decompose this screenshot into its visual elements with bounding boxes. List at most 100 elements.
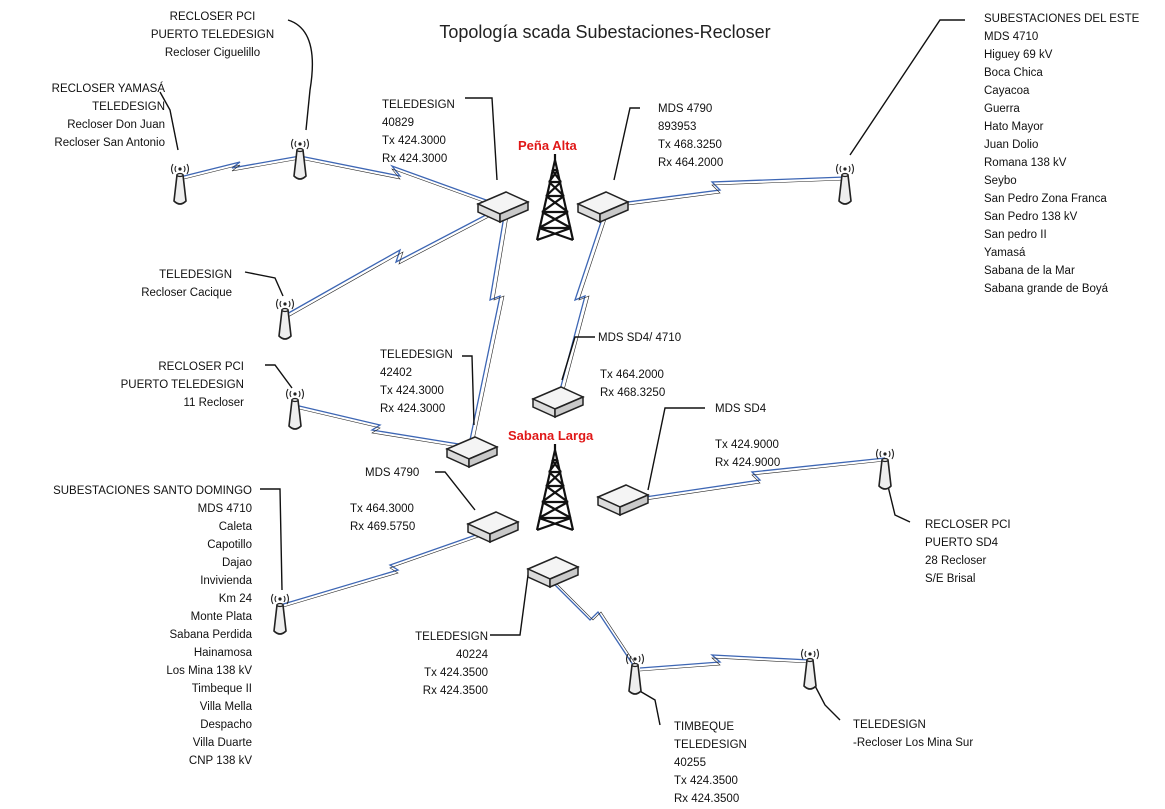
label-line: SUBESTACIONES DEL ESTE: [984, 13, 1140, 25]
label-line: MDS 4790: [365, 467, 420, 479]
label-line: MDS SD4/ 4710: [598, 332, 682, 344]
label-line: Seybo: [984, 175, 1017, 187]
label-line: Invivienda: [200, 575, 252, 587]
label-line: Juan Dolio: [984, 139, 1039, 151]
radio-mds-4790-top: [577, 191, 629, 223]
label-mds-sd4: MDS SD4: [715, 400, 766, 418]
label-recloser-pci-ciguelillo: RECLOSER PCI PUERTO TELEDESIGN Recloser Ci…: [130, 8, 295, 62]
label-line: Rx 469.5750: [350, 521, 416, 533]
antenna-ciguelillo: [290, 138, 310, 180]
link-ciguelillo-40829: [299, 155, 501, 206]
label-line: MDS 4710: [197, 503, 252, 515]
label-line: TELEDESIGN: [92, 101, 165, 113]
label-line: Tx 424.9000: [715, 439, 779, 451]
link-sd4-brisal: [624, 457, 886, 501]
label-line: Recloser Don Juan: [67, 119, 165, 131]
label-line: Recloser San Antonio: [54, 137, 165, 149]
antenna-brisal: [875, 448, 895, 490]
label-line: Sabana de la Mar: [984, 265, 1075, 277]
link-40829-42402: [469, 209, 506, 441]
label-line: Hato Mayor: [984, 121, 1044, 133]
label-line: 40224: [456, 649, 488, 661]
label-line: Despacho: [200, 719, 252, 731]
label-line: San Pedro 138 kV: [984, 211, 1078, 223]
radio-teledesign-40224: [527, 556, 579, 588]
label-line: RECLOSER PCI: [925, 519, 1011, 531]
label-line: Tx 468.3250: [658, 139, 722, 151]
label-mds-sd4-4710: MDS SD4/ 4710: [598, 329, 681, 347]
label-line: -Recloser Los Mina Sur: [853, 737, 974, 749]
antenna-santo-domingo: [270, 593, 290, 635]
label-line: 42402: [380, 367, 412, 379]
label-line: Cayacoa: [984, 85, 1030, 97]
label-line: 11 Recloser: [183, 397, 244, 409]
label-line: Higuey 69 kV: [984, 49, 1053, 61]
label-line: 893953: [658, 121, 697, 133]
label-line: Rx 424.3000: [382, 153, 448, 165]
label-line: TELEDESIGN: [382, 99, 455, 111]
label-line: Hainamosa: [193, 647, 252, 659]
diagram-title: Topología scada Subestaciones-Recloser: [439, 22, 771, 42]
radio-teledesign-42402: [446, 436, 498, 468]
label-line: Villa Mella: [199, 701, 252, 713]
label-line: Dajao: [221, 557, 252, 569]
label-line: 28 Recloser: [925, 555, 987, 567]
tower-sabana-larga: [535, 442, 575, 532]
radio-mds-sd4-4710: [532, 386, 584, 418]
label-line: SUBESTACIONES SANTO DOMINGO: [53, 485, 252, 497]
label-line: Guerra: [984, 103, 1020, 115]
label-line: Romana 138 kV: [984, 157, 1067, 169]
label-line: TELEDESIGN: [674, 739, 747, 751]
label-line: Rx 424.3000: [380, 403, 446, 415]
label-line: Sabana grande de Boyá: [984, 283, 1109, 295]
link-yamasa-ciguelillo: [179, 155, 301, 178]
label-teledesign-40829: TELEDESIGN 40829 Tx 424.3000 Rx 424.3000: [382, 96, 455, 168]
label-line: Rx 464.2000: [658, 157, 724, 169]
label-line: TELEDESIGN: [159, 269, 232, 281]
label-line: Villa Duarte: [192, 737, 252, 749]
link-cacique-40829: [284, 204, 506, 316]
label-line: 40829: [382, 117, 414, 129]
label-line: S/E Brisal: [925, 573, 976, 585]
label-line: Tx 464.2000: [600, 369, 664, 381]
callout-lines: [159, 19, 965, 726]
label-line: MDS 4710: [984, 31, 1039, 43]
link-11recloser-42402: [294, 404, 466, 446]
label-line: Sabana Perdida: [169, 629, 252, 641]
label-line: Tx 424.3000: [380, 385, 444, 397]
label-line: Tx 424.3500: [424, 667, 488, 679]
site-sabana-larga: Sabana Larga: [508, 428, 594, 443]
label-line: Tx 424.3500: [674, 775, 738, 787]
site-pena-alta: Peña Alta: [518, 138, 577, 153]
label-line: RECLOSER PCI: [169, 11, 256, 23]
link-40224-timbeque: [549, 579, 636, 669]
label-line: Capotillo: [207, 539, 252, 551]
label-line: PUERTO TELEDESIGN: [120, 379, 244, 391]
label-line: Rx 424.9000: [715, 457, 781, 469]
radio-mds-sd4: [597, 484, 649, 516]
label-line: Km 24: [218, 593, 252, 605]
label-line: Recloser Ciguelillo: [164, 47, 261, 59]
label-line: Timbeque II: [191, 683, 252, 695]
label-line: TELEDESIGN: [853, 719, 926, 731]
antenna-los-mina: [800, 648, 820, 690]
label-line: CNP 138 kV: [188, 755, 252, 767]
label-line: PUERTO TELEDESIGN: [150, 29, 275, 41]
label-line: Caleta: [218, 521, 252, 533]
label-line: Tx 424.3000: [382, 135, 446, 147]
label-line: Boca Chica: [984, 67, 1043, 79]
label-line: San Pedro Zona Franca: [984, 193, 1107, 205]
tower-pena-alta: [535, 152, 575, 242]
label-line: Los Mina 138 kV: [166, 665, 252, 677]
label-line: Rx 424.3500: [422, 685, 488, 697]
